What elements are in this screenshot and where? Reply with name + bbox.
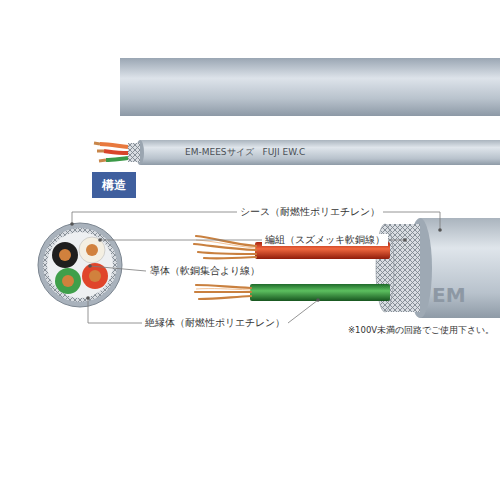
cable-marking: EM-MEESサイズ FUJI EW.C (185, 147, 305, 157)
part-label: 導体（軟銅集合より線） (150, 265, 260, 277)
sheath-print: EM (432, 284, 466, 307)
part-label: 編組（スズメッキ軟銅線） (262, 234, 388, 246)
tab-text: 構造 (102, 177, 126, 194)
note-text: ※100V未満の回路でご使用下さい。 (348, 326, 494, 336)
section-tab: 構造 (92, 172, 136, 198)
part-label: シース（耐燃性ポリエチレン） (237, 206, 383, 218)
part-label: 絶縁体（耐燃性ポリエチレン） (145, 317, 285, 329)
